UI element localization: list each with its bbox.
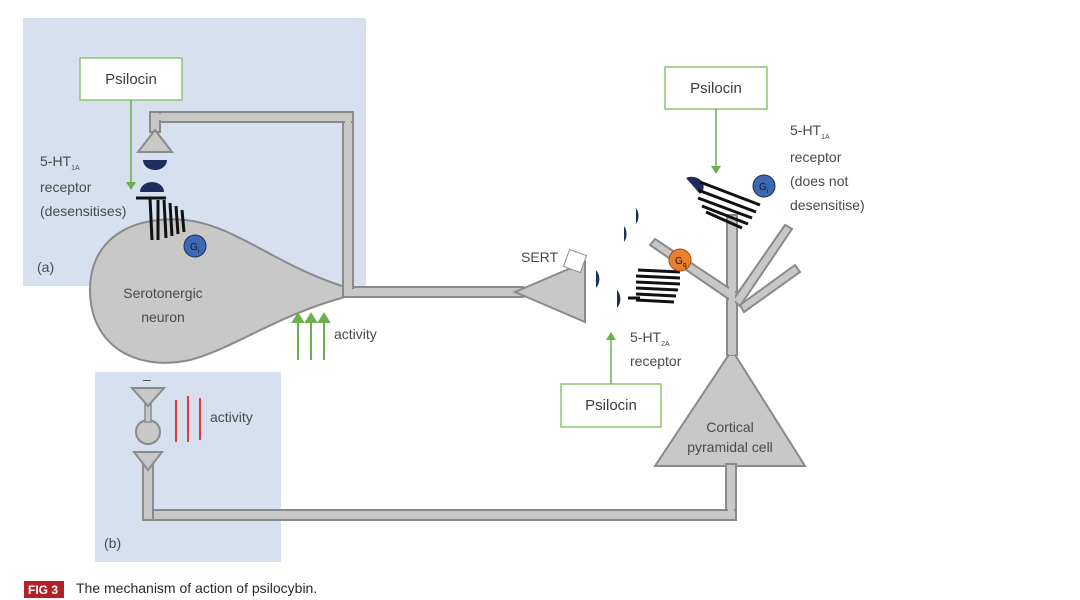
gq-protein bbox=[668, 248, 692, 272]
figure-caption: The mechanism of action of psilocybin. bbox=[76, 580, 317, 596]
joint-fill-3 bbox=[344, 289, 354, 295]
activity-decrease-label: activity bbox=[210, 409, 253, 425]
gi-protein-left bbox=[183, 234, 207, 258]
dendrite-branch-left bbox=[648, 237, 737, 302]
autoreceptor-terminal bbox=[135, 128, 175, 153]
neuron-label-line1: Serotonergic bbox=[123, 285, 202, 301]
figure-badge-text: FIG 3 bbox=[28, 583, 58, 597]
serotonergic-axon bbox=[342, 286, 524, 298]
psilocin-left-text: Psilocin bbox=[105, 71, 157, 88]
dendrite-branch-right-2 bbox=[738, 263, 802, 314]
activity-increase-arrows bbox=[291, 312, 331, 360]
dendrite-joint-fill bbox=[729, 217, 735, 355]
right-1a-label-line3: (does not bbox=[790, 173, 848, 189]
panel-b-label: (b) bbox=[104, 535, 121, 551]
psilocin-box-left bbox=[79, 57, 183, 101]
left-receptor-label-line2: receptor bbox=[40, 179, 92, 195]
gq-label: Gq bbox=[675, 256, 687, 269]
activity-decrease-lines bbox=[175, 396, 201, 442]
interneuron-soma bbox=[135, 419, 161, 445]
gi-right-label: Gi bbox=[759, 182, 769, 195]
interneuron-terminal bbox=[129, 387, 167, 408]
serotonin-molecule-3 bbox=[596, 270, 600, 288]
sert-terminal bbox=[512, 260, 586, 324]
right-1a-label-line1: 5-HT1A bbox=[790, 122, 830, 141]
right-2a-label-line2: receptor bbox=[630, 353, 682, 369]
serotonin-molecule-1 bbox=[636, 208, 639, 224]
psilocin-right-top-text: Psilocin bbox=[690, 80, 742, 97]
feedback-joint-1 bbox=[728, 508, 734, 518]
right-2a-label-line1: 5-HT2A bbox=[630, 329, 670, 348]
sert-transporter bbox=[562, 248, 588, 274]
inhibitory-sign: – bbox=[143, 371, 151, 387]
joint-fill-1 bbox=[345, 114, 351, 290]
neuron-label-line2: neuron bbox=[141, 309, 185, 325]
left-5ht1a-receptor bbox=[136, 196, 186, 241]
serotonin-molecule-left-2 bbox=[140, 182, 164, 192]
dendrite-branch-right-1 bbox=[731, 223, 794, 308]
figure-badge bbox=[24, 581, 64, 598]
joint-fill-2 bbox=[152, 114, 350, 120]
feedback-terminal bbox=[131, 451, 165, 472]
left-receptor-label-line3: (desensitises) bbox=[40, 203, 126, 219]
feedback-axon-bottom bbox=[142, 509, 737, 521]
pyramidal-label-line2: pyramidal cell bbox=[687, 439, 773, 455]
psilocin-right-top-arrowhead bbox=[711, 166, 721, 174]
right-5ht1a-receptor bbox=[697, 180, 761, 230]
serotonin-molecule-2 bbox=[624, 226, 627, 242]
psilocin-bottom-text: Psilocin bbox=[585, 397, 637, 414]
activity-increase-label: activity bbox=[334, 326, 377, 342]
gi-protein-right bbox=[752, 174, 776, 198]
left-receptor-label-line1: 5-HT1A bbox=[40, 153, 80, 172]
right-1a-label-line2: receptor bbox=[790, 149, 842, 165]
feedback-joint-2 bbox=[145, 512, 151, 518]
gi-left-label: Gi bbox=[190, 242, 200, 255]
sert-label: SERT bbox=[521, 249, 559, 265]
panel-a-label: (a) bbox=[37, 259, 54, 275]
pyramidal-label-line1: Cortical bbox=[706, 419, 753, 435]
right-1a-label-line4: desensitise) bbox=[790, 197, 865, 213]
serotonin-molecule-left-1 bbox=[143, 160, 167, 170]
psilocin-bottom-arrowhead bbox=[606, 332, 616, 340]
psilocin-left-arrowhead bbox=[126, 182, 136, 190]
serotonin-molecule-4 bbox=[617, 290, 621, 308]
right-5ht2a-receptor bbox=[628, 268, 681, 304]
